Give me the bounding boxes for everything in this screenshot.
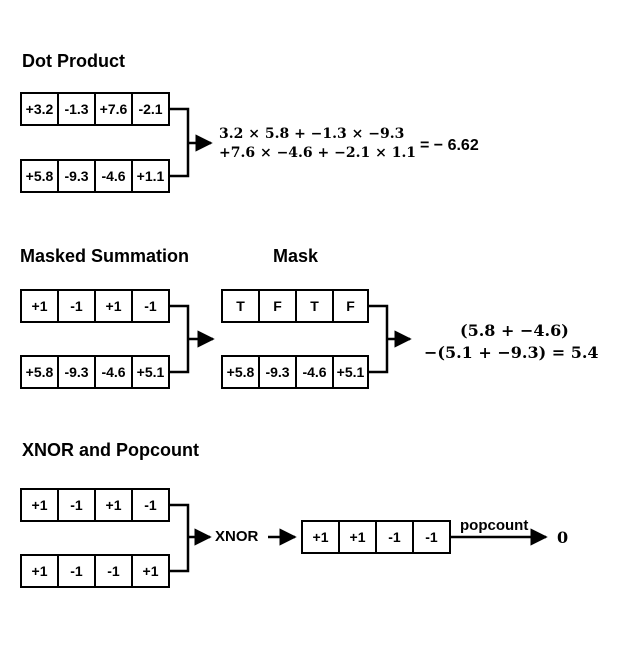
vector-cell: +1 <box>22 556 59 586</box>
xnor-merge-connector <box>170 503 210 573</box>
vector-cell: +1 <box>142 563 159 579</box>
mask-title: Mask <box>273 246 319 266</box>
vector-cell: -1 <box>59 556 96 586</box>
masked-merge-connector <box>170 304 213 374</box>
vector-cell: +3.2 <box>22 94 59 124</box>
mask-cell: T <box>223 291 260 321</box>
vector-cell: -1 <box>59 490 96 520</box>
vector-cell: +1 <box>96 291 133 321</box>
xnor-vector-a: +1 -1 +1 -1 <box>20 488 170 522</box>
dot-vector-b: +5.8 -9.3 -4.6 +1.1 <box>20 159 170 193</box>
vector-cell: -9.3 <box>59 357 96 387</box>
vector-cell: -1 <box>59 291 96 321</box>
dot-vector-a: +3.2 -1.3 +7.6 -2.1 <box>20 92 170 126</box>
popcount-result: 0 <box>557 528 569 547</box>
masked-expression-line1: (5.8 + −4.6) <box>460 321 569 340</box>
xnor-vector-b: +1 -1 -1 +1 <box>20 554 170 588</box>
vector-cell: +1 <box>96 490 133 520</box>
vector-cell: +1.1 <box>136 168 165 184</box>
vector-cell: +5.1 <box>136 364 165 380</box>
mask-cell: F <box>260 291 297 321</box>
dot-result: = − 6.62 <box>420 137 479 154</box>
masked-expression-line2: −(5.1 + −9.3) = 5.4 <box>424 343 599 362</box>
vector-cell: +5.8 <box>223 357 260 387</box>
vector-cell: +1 <box>22 490 59 520</box>
xnor-result-vector: +1 +1 -1 -1 <box>301 520 451 554</box>
vector-cell: -4.6 <box>96 161 133 191</box>
vector-cell: -1.3 <box>59 94 96 124</box>
vector-cell: -1 <box>425 529 438 545</box>
vector-cell: +1 <box>340 522 377 552</box>
dot-product-title: Dot Product <box>22 51 125 71</box>
xnor-popcount-title: XNOR and Popcount <box>22 440 199 460</box>
mask-values-vector: +5.8 -9.3 -4.6 +5.1 <box>221 355 369 389</box>
mask-vector: T F T F <box>221 289 369 323</box>
vector-cell: +1 <box>303 522 340 552</box>
vector-cell: -1 <box>144 298 157 314</box>
vector-cell: -9.3 <box>59 161 96 191</box>
vector-cell: -9.3 <box>260 357 297 387</box>
vector-cell: -4.6 <box>96 357 133 387</box>
dot-expression-line1: 3.2 × 5.8 + −1.3 × −9.3 <box>219 126 405 142</box>
mask-cell: T <box>297 291 334 321</box>
masked-signs-vector: +1 -1 +1 -1 <box>20 289 170 323</box>
popcount-label: popcount <box>460 517 529 534</box>
vector-cell: +5.1 <box>336 364 365 380</box>
vector-cell: +5.8 <box>22 161 59 191</box>
vector-cell: -2.1 <box>138 101 163 117</box>
vector-cell: +1 <box>22 291 59 321</box>
vector-cell: +7.6 <box>96 94 133 124</box>
vector-cell: -1 <box>377 522 414 552</box>
vector-cell: -1 <box>96 556 133 586</box>
masked-summation-title: Masked Summation <box>20 246 190 266</box>
dot-merge-connector <box>170 107 211 178</box>
masked-values-vector: +5.8 -9.3 -4.6 +5.1 <box>20 355 170 389</box>
xnor-label: XNOR <box>215 528 259 545</box>
vector-cell: -4.6 <box>297 357 334 387</box>
vector-cell: +5.8 <box>22 357 59 387</box>
dot-expression-line2: +7.6 × −4.6 + −2.1 × 1.1 <box>219 145 417 161</box>
mask-cell: F <box>346 298 355 314</box>
mask-merge-connector <box>369 304 410 374</box>
vector-cell: -1 <box>144 497 157 513</box>
